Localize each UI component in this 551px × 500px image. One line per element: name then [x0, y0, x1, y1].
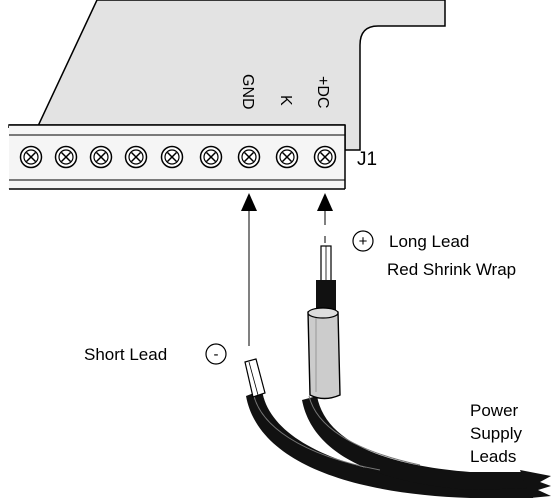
arrow-up-icon [241, 193, 257, 211]
negative-label: Short Lead [84, 345, 167, 364]
pin-label-k: K [277, 95, 294, 106]
positive-lead [307, 245, 341, 400]
cable-label-line2: Supply [470, 424, 522, 443]
positive-symbol: + [359, 233, 368, 250]
positive-label-line1: Long Lead [389, 232, 469, 251]
screw-terminal-icon [237, 145, 261, 169]
negative-callout: Short Lead - [84, 343, 227, 365]
screw-terminal-icon [19, 145, 43, 169]
negative-lead [244, 358, 266, 398]
positive-callout: + Long Lead Red Shrink Wrap [352, 230, 516, 279]
positive-label-line2: Red Shrink Wrap [387, 260, 516, 279]
screw-terminal-icon [89, 145, 113, 169]
screw-terminal-icon [54, 145, 78, 169]
dc-arrow [317, 193, 333, 243]
screw-terminal-icon [313, 145, 337, 169]
pin-label-gnd: GND [239, 74, 256, 110]
pin-label-dc: +DC [314, 76, 331, 108]
screw-terminal-icon [275, 145, 299, 169]
screw-terminal-icon [160, 145, 184, 169]
arrow-up-icon [317, 193, 333, 211]
gnd-arrow [241, 193, 257, 346]
screw-terminal-icon [124, 145, 148, 169]
shrink-wrap [307, 307, 341, 400]
negative-symbol: - [214, 346, 219, 363]
screw-terminal-icon [199, 145, 223, 169]
cable-label-line3: Leads [470, 447, 516, 466]
positive-symbol-circle [352, 230, 374, 252]
cable-label-line1: Power [470, 401, 519, 420]
connector-designator: J1 [357, 149, 377, 170]
negative-symbol-circle [205, 343, 227, 365]
cable-label: Power Supply Leads [470, 401, 522, 466]
power-supply-cable [246, 390, 551, 498]
screw-terminals [19, 145, 337, 169]
